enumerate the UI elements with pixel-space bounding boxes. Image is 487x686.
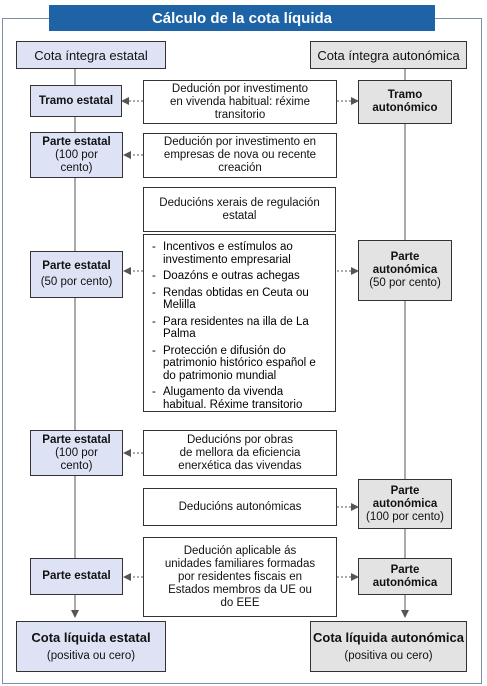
box6-line-3: por residentes fiscais en <box>177 570 302 583</box>
dedicion-vivenda-habitual-box: Dedución por investimento en vivenda hab… <box>143 80 337 124</box>
parte-estatal-3-pct-b: cento) <box>60 459 93 472</box>
parte-estatal-3-box: Parte estatal (100 por cento) <box>30 430 123 476</box>
parte-autonomica-3-line-2: autonómica <box>372 576 438 589</box>
box1-line-3: transitorio <box>214 108 266 121</box>
dedicion-ue-eee-box: Dedución aplicable ás unidades familiare… <box>143 537 337 617</box>
deducions-eficiencia-box: Deducións por obras de mellora da eficie… <box>143 430 337 476</box>
list-item: Doazóns e outras achegas <box>150 270 329 283</box>
parte-autonomica-1-box: Parte autonómica (50 por cento) <box>358 240 452 301</box>
deducions-xerais-list: Incentivos e estímulos ao investimento e… <box>143 234 336 412</box>
parte-estatal-1-box: Parte estatal (100 por cento) <box>30 132 123 178</box>
list-item: Para residentes na illa de La Palma <box>150 316 329 341</box>
cota-liquida-autonomica-title: Cota líquida autonómica <box>313 629 464 645</box>
parte-autonomica-1-pct: (50 por cento) <box>369 277 441 289</box>
box3-line-2: estatal <box>222 209 257 222</box>
tramo-estatal-box: Tramo estatal <box>30 85 122 117</box>
tramo-autonomico-line-2: autonómico <box>372 102 438 114</box>
cota-liquida-autonomica-note: (positiva ou cero) <box>344 649 433 662</box>
deducions-autonomicas-box: Deducións autonómicas <box>143 488 337 526</box>
list-item: Incentivos e estímulos ao investimento e… <box>150 241 329 266</box>
parte-estatal-1-pct-b: cento) <box>60 161 93 174</box>
cota-liquida-autonomica-box: Cota líquida autonómica (positiva ou cer… <box>310 621 467 672</box>
parte-autonomica-2-line-1: Parte <box>390 484 420 497</box>
box6-line-5: do EEE <box>220 596 260 609</box>
diagram-title: Cálculo de la cota líquida <box>49 5 435 31</box>
cota-integra-autonomica-label: Cota íntegra autonómica <box>317 47 460 63</box>
parte-estatal-2-box: Parte estatal (50 por cento) <box>30 251 123 298</box>
parte-autonomica-3-box: Parte autonómica <box>358 558 452 595</box>
box5-line-1: Deducións autonómicas <box>178 500 302 513</box>
parte-estatal-4-box: Parte estatal <box>30 558 123 595</box>
parte-autonomica-3-line-1: Parte <box>390 563 420 576</box>
parte-autonomica-1-line-2: autonómica <box>372 264 438 276</box>
parte-estatal-2-pct: (50 por cento) <box>40 276 113 288</box>
parte-estatal-1-pct-a: (100 por <box>55 148 98 161</box>
cota-liquida-estatal-box: Cota líquida estatal (positiva ou cero) <box>16 621 166 672</box>
cota-integra-estatal-label: Cota íntegra estatal <box>34 47 148 63</box>
parte-autonomica-1-line-1: Parte <box>390 251 420 263</box>
parte-estatal-2-title: Parte estatal <box>42 260 111 272</box>
box1-line-2: en vivenda habitual: réxime <box>170 95 310 108</box>
box2-line-1: Dedución por investimento en <box>163 136 317 148</box>
box2-line-2: empresas de nova ou recente <box>163 149 317 161</box>
parte-estatal-4-title: Parte estatal <box>42 570 111 582</box>
box1-line-1: Dedución por investimento <box>171 82 309 95</box>
parte-estatal-1-title: Parte estatal <box>42 135 111 148</box>
parte-autonomica-2-line-2: autonómica <box>372 497 438 510</box>
cota-integra-estatal-box: Cota íntegra estatal <box>16 41 166 69</box>
parte-autonomica-2-pct: (100 por cento) <box>366 510 444 523</box>
box2-line-3: creación <box>218 162 262 174</box>
list-item: Protección e difusión do patrimonio hist… <box>150 345 329 383</box>
list-item: Rendas obtidas en Ceuta ou Melilla <box>150 287 329 312</box>
box6-line-4: Estados membros da UE ou <box>168 583 312 596</box>
cota-liquida-estatal-note: (positiva ou cero) <box>46 649 136 662</box>
dedicion-empresas-box: Dedución por investimento en empresas de… <box>143 133 337 178</box>
box3-line-1: Deducións xerais de regulación <box>159 196 320 209</box>
box6-line-1: Dedución aplicable ás <box>183 544 297 557</box>
parte-estatal-3-title: Parte estatal <box>42 433 111 446</box>
parte-autonomica-2-box: Parte autonómica (100 por cento) <box>358 479 452 529</box>
tramo-autonomico-line-1: Tramo <box>387 89 423 101</box>
parte-estatal-3-pct-a: (100 por <box>55 446 98 459</box>
box4-line-1: Deducións por obras <box>186 433 294 446</box>
cota-liquida-estatal-title: Cota líquida estatal <box>31 629 151 645</box>
list-item: Alugamento da vivenda habitual. Réxime t… <box>150 386 329 411</box>
tramo-autonomico-box: Tramo autonómico <box>358 80 452 124</box>
tramo-estatal-label: Tramo estatal <box>38 94 114 107</box>
box6-line-2: unidades familiares formadas <box>164 557 316 570</box>
box4-line-2: de mellora da eficiencia <box>179 446 301 459</box>
box4-line-3: enerxética das vivendas <box>178 459 302 472</box>
deducions-xerais-header-box: Deducións xerais de regulación estatal <box>143 187 336 232</box>
cota-integra-autonomica-box: Cota íntegra autonómica <box>310 41 467 69</box>
